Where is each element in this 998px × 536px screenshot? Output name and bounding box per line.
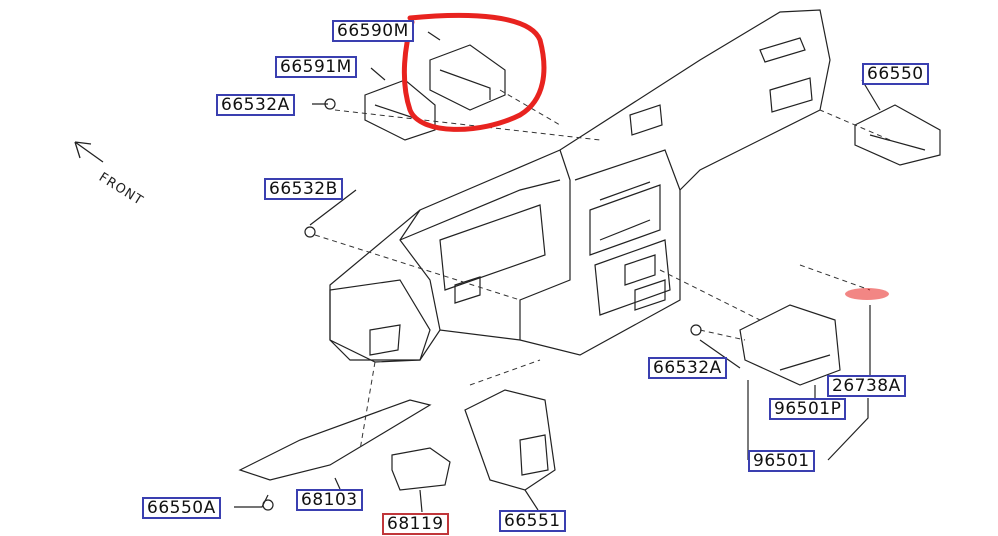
part-label-26738a[interactable]: 26738A — [827, 375, 906, 397]
part-label-66532a[interactable]: 66532A — [216, 94, 295, 116]
part-label-66532b[interactable]: 66532B — [264, 178, 343, 200]
part-label-96501p[interactable]: 96501P — [769, 398, 847, 420]
part-label-66590m[interactable]: 66590M — [332, 20, 414, 42]
part-label-68103[interactable]: 68103 — [296, 489, 363, 511]
console-66551 — [464, 389, 556, 491]
vent-66550 — [854, 104, 941, 166]
part-label-66532a-right[interactable]: 66532A — [648, 357, 727, 379]
highlight-circle — [401, 12, 547, 132]
cup-68119 — [391, 447, 451, 491]
part-label-96501[interactable]: 96501 — [748, 450, 815, 472]
part-label-68119[interactable]: 68119 — [382, 513, 449, 535]
pocket-96501 — [739, 304, 841, 386]
vent-66590m — [429, 44, 506, 111]
part-label-66551[interactable]: 66551 — [499, 510, 566, 532]
part-label-66550[interactable]: 66550 — [862, 63, 929, 85]
front-arrow-icon — [74, 141, 104, 163]
highlight-mark — [845, 288, 889, 300]
vent-66591m — [364, 79, 436, 141]
panel-68103 — [238, 399, 432, 481]
part-label-66550a[interactable]: 66550A — [142, 497, 221, 519]
part-label-66591m[interactable]: 66591M — [275, 56, 357, 78]
